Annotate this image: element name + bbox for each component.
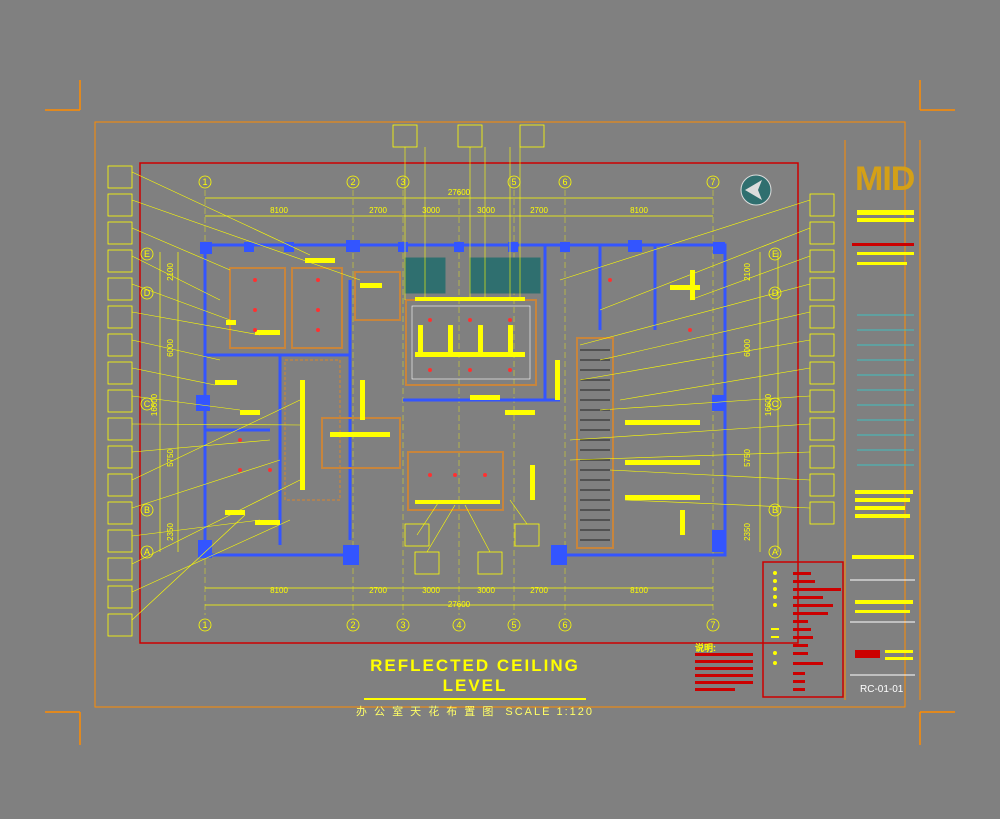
company-logo: MID: [855, 160, 915, 198]
grid-col-label: 2: [350, 177, 355, 187]
dimension-overall-bottom: 27600: [448, 600, 471, 609]
dimension-bottom: 8100: [270, 586, 288, 595]
grid-col-label: 7: [710, 177, 715, 187]
notes-label: 说明:: [695, 643, 716, 653]
grid-col-label: 4: [456, 620, 461, 630]
grid-row-label: A: [144, 547, 150, 557]
grid-col-label: 6: [562, 620, 567, 630]
left-callout-tags: [107, 165, 361, 637]
grid-col-label: 5: [511, 620, 516, 630]
dimension-side: 6000: [166, 339, 175, 357]
grid-col-label: 3: [400, 177, 405, 187]
dimension-top: 3000: [477, 206, 495, 215]
dimension-bottom: 3000: [422, 586, 440, 595]
dimension-bottom: 2700: [369, 586, 387, 595]
north-arrow-icon: [740, 174, 772, 206]
drawing-scale: SCALE 1:120: [505, 706, 595, 718]
drawing-subtitle: 办 公 室 天 花 布 置 图 SCALE 1:120: [340, 703, 610, 719]
grid-bubbles: [140, 175, 782, 632]
dimension-side: 2350: [743, 523, 752, 541]
grid-row-label: B: [144, 505, 150, 515]
title-underline: [364, 698, 586, 700]
dimension-top: 2700: [369, 206, 387, 215]
dimension-bottom: 8100: [630, 586, 648, 595]
sheet-number: RC-01-01: [860, 684, 904, 695]
dimension-side: 5750: [166, 449, 175, 467]
crop-marks: [45, 80, 955, 745]
grid-row-label: D: [772, 288, 779, 298]
dimension-lines: [159, 197, 779, 606]
downlights: [238, 278, 692, 477]
grid-col-label: 3: [400, 620, 405, 630]
sheet-border: [94, 121, 906, 708]
dimension-side: 5750: [743, 449, 752, 467]
dimension-side: 6000: [743, 339, 752, 357]
grid-row-label: B: [772, 505, 778, 515]
grid-col-label: 6: [562, 177, 567, 187]
structural-columns: [196, 240, 726, 565]
dimension-side: 2100: [166, 263, 175, 281]
drawing-title: REFLECTED CEILING LEVEL: [370, 656, 580, 695]
legend-table: [762, 561, 844, 698]
drawing-title-block: REFLECTED CEILING LEVEL 办 公 室 天 花 布 置 图 S…: [340, 656, 610, 719]
grid-col-label: 1: [202, 620, 207, 630]
dimension-top: 3000: [422, 206, 440, 215]
grid-row-label: C: [144, 399, 151, 409]
light-fixtures: [215, 258, 700, 535]
dimension-top: 8100: [630, 206, 648, 215]
grid-row-label: A: [772, 547, 778, 557]
notes-block: [695, 653, 753, 691]
dimension-side: 2100: [743, 263, 752, 281]
dimension-bottom: 2700: [530, 586, 548, 595]
drawing-subtitle-cn: 办 公 室 天 花 布 置 图: [355, 706, 496, 718]
dimension-side-total: 16600: [764, 393, 773, 416]
grid-row-label: E: [772, 249, 778, 259]
grid-col-label: 2: [350, 620, 355, 630]
ceiling-panels: [229, 257, 614, 549]
grid-row-label: E: [144, 249, 150, 259]
linear-grille: [580, 349, 610, 541]
dimension-top: 8100: [270, 206, 288, 215]
grid-row-label: D: [144, 288, 151, 298]
grid-col-label: 5: [511, 177, 516, 187]
grid-col-label: 7: [710, 620, 715, 630]
title-block-panel: [844, 140, 921, 700]
dimension-side-total: 16600: [150, 393, 159, 416]
grid-col-label: 1: [202, 177, 207, 187]
grid-row-label: C: [772, 399, 779, 409]
dimension-top: 2700: [530, 206, 548, 215]
top-callout-tags: [392, 124, 545, 575]
dimension-bottom: 3000: [477, 586, 495, 595]
dimension-overall-top: 27600: [448, 188, 471, 197]
plan-frame: [139, 162, 799, 644]
dimension-side: 2350: [166, 523, 175, 541]
